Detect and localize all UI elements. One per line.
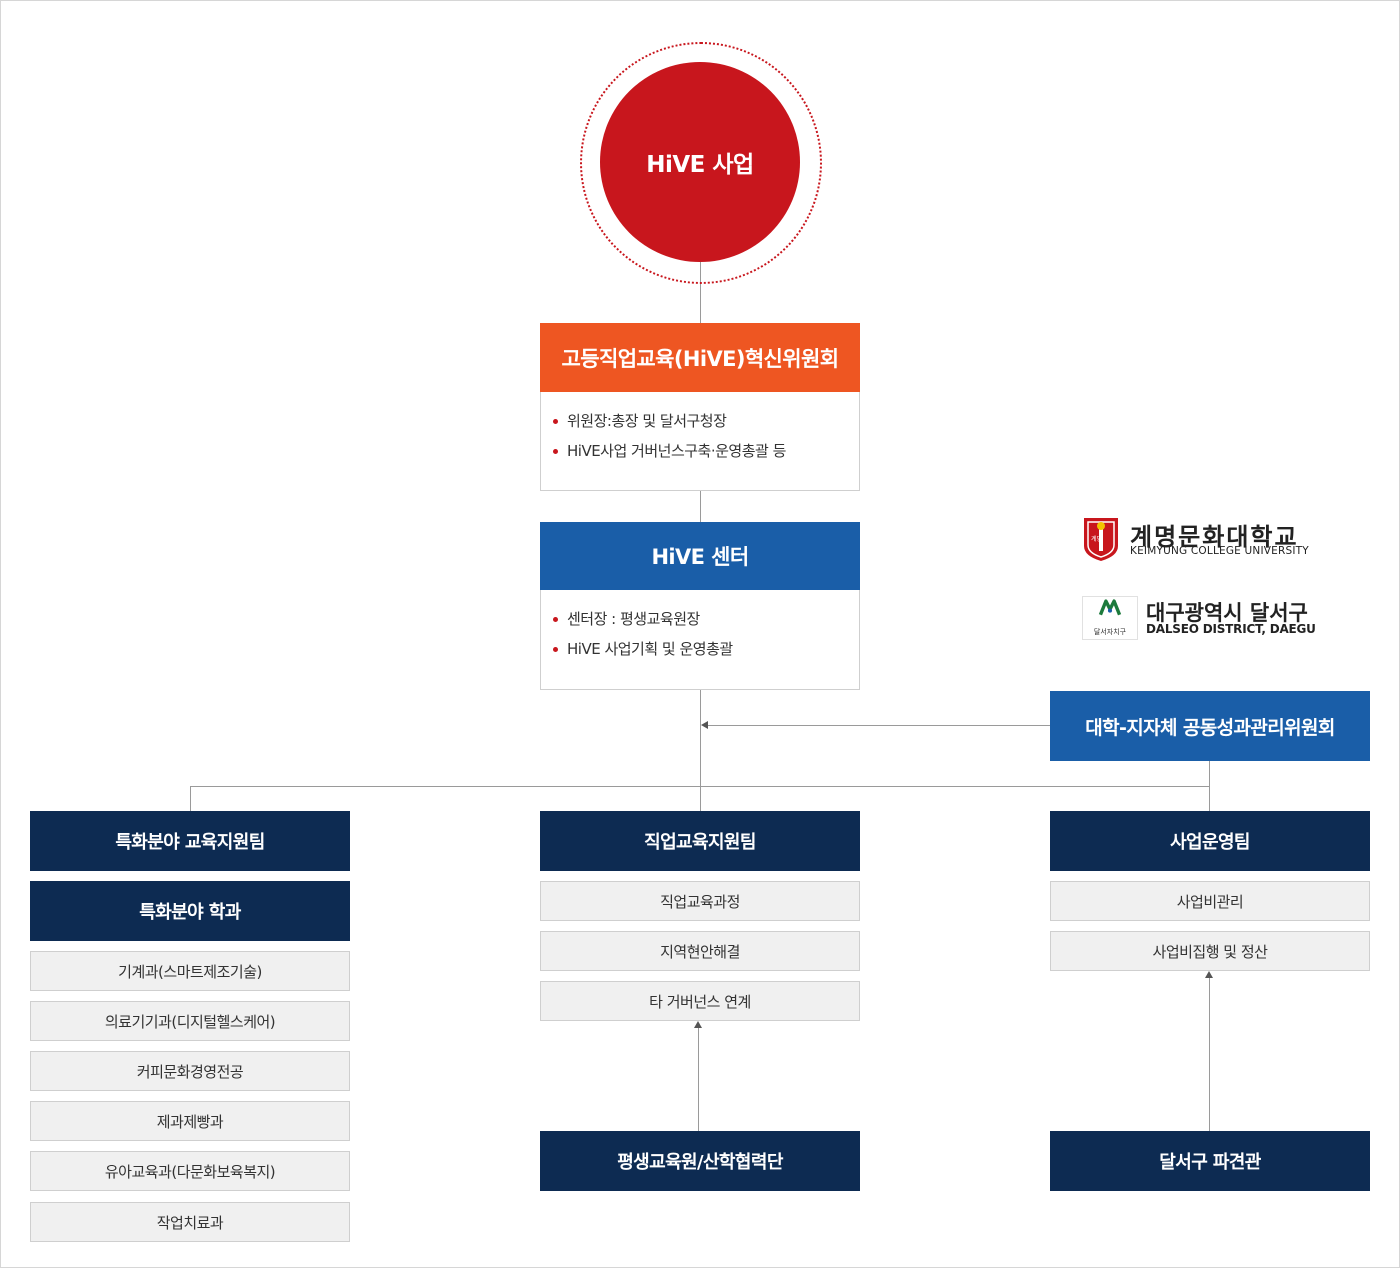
connector-line (190, 786, 191, 811)
task-item: 사업비관리 (1050, 881, 1370, 921)
top-circle-label: HiVE 사업 (646, 152, 754, 178)
connector-line (700, 690, 701, 811)
connector-line (700, 262, 701, 323)
center-description: 센터장 : 평생교육원장 HiVE 사업기획 및 운영총괄 (540, 590, 860, 690)
district-emblem: 달서자치구 (1082, 596, 1138, 640)
bullet-icon (553, 419, 558, 424)
arrow-up-icon (694, 1021, 702, 1028)
connector-line (1209, 978, 1210, 1131)
connector-line (700, 491, 701, 522)
top-circle-ring (580, 42, 822, 284)
district-caption: 달서자치구 (1093, 628, 1127, 636)
joint-committee-title: 대학-지자체 공동성과관리위원회 (1085, 716, 1335, 739)
connector-line (698, 1028, 699, 1131)
joint-committee-box: 대학-지자체 공동성과관리위원회 (1050, 691, 1370, 761)
dept-item: 작업치료과 (30, 1202, 350, 1242)
top-circle: HiVE 사업 (600, 62, 800, 262)
list-item: 위원장:총장 및 달서구청장 (553, 406, 859, 436)
university-name-en: KEIMYUNG COLLEGE UNIVERSITY (1130, 545, 1309, 557)
task-item: 사업비집행 및 정산 (1050, 931, 1370, 971)
arrow-up-icon (1205, 971, 1213, 978)
dept-item: 의료기기과(디지털헬스케어) (30, 1001, 350, 1041)
operation-team-header: 사업운영팀 (1050, 811, 1370, 871)
list-item: 센터장 : 평생교육원장 (553, 604, 859, 634)
dept-item: 커피문화경영전공 (30, 1051, 350, 1091)
list-item: HiVE 사업기획 및 운영총괄 (553, 634, 859, 664)
district-emblem-icon (1098, 599, 1122, 616)
special-team-header: 특화분야 교육지원팀 (30, 811, 350, 871)
bullet-icon (553, 617, 558, 622)
district-name-en: DALSEO DISTRICT, DAEGU (1146, 622, 1316, 636)
connector-line (707, 725, 1050, 726)
task-item: 직업교육과정 (540, 881, 860, 921)
operation-source-box: 달서구 파견관 (1050, 1131, 1370, 1191)
task-item: 타 거버넌스 연계 (540, 981, 860, 1021)
task-item: 지역현안해결 (540, 931, 860, 971)
connector-line (1209, 761, 1210, 811)
bullet-icon (553, 647, 558, 652)
dept-item: 유아교육과(다문화보육복지) (30, 1151, 350, 1191)
svg-text:계명: 계명 (1091, 535, 1102, 543)
connector-line (190, 786, 1210, 787)
committee-header: 고등직업교육(HiVE)혁신위원회 (540, 323, 860, 392)
list-item: HiVE사업 거버넌스구축·운영총괄 등 (553, 436, 859, 466)
bullet-icon (553, 449, 558, 454)
dept-item: 기계과(스마트제조기술) (30, 951, 350, 991)
center-title: HiVE 센터 (651, 545, 749, 569)
center-header: HiVE 센터 (540, 522, 860, 590)
vocational-source-box: 평생교육원/산학협력단 (540, 1131, 860, 1191)
arrow-left-icon (701, 721, 708, 729)
special-dept-header: 특화분야 학과 (30, 881, 350, 941)
vocational-team-header: 직업교육지원팀 (540, 811, 860, 871)
university-emblem-icon: 계명 (1084, 518, 1118, 561)
committee-title: 고등직업교육(HiVE)혁신위원회 (561, 346, 839, 371)
dept-item: 제과제빵과 (30, 1101, 350, 1141)
university-name-ko: 계명문화대학교 (1130, 523, 1299, 551)
district-name-ko: 대구광역시 달서구 (1146, 601, 1308, 625)
committee-description: 위원장:총장 및 달서구청장 HiVE사업 거버넌스구축·운영총괄 등 (540, 392, 860, 491)
